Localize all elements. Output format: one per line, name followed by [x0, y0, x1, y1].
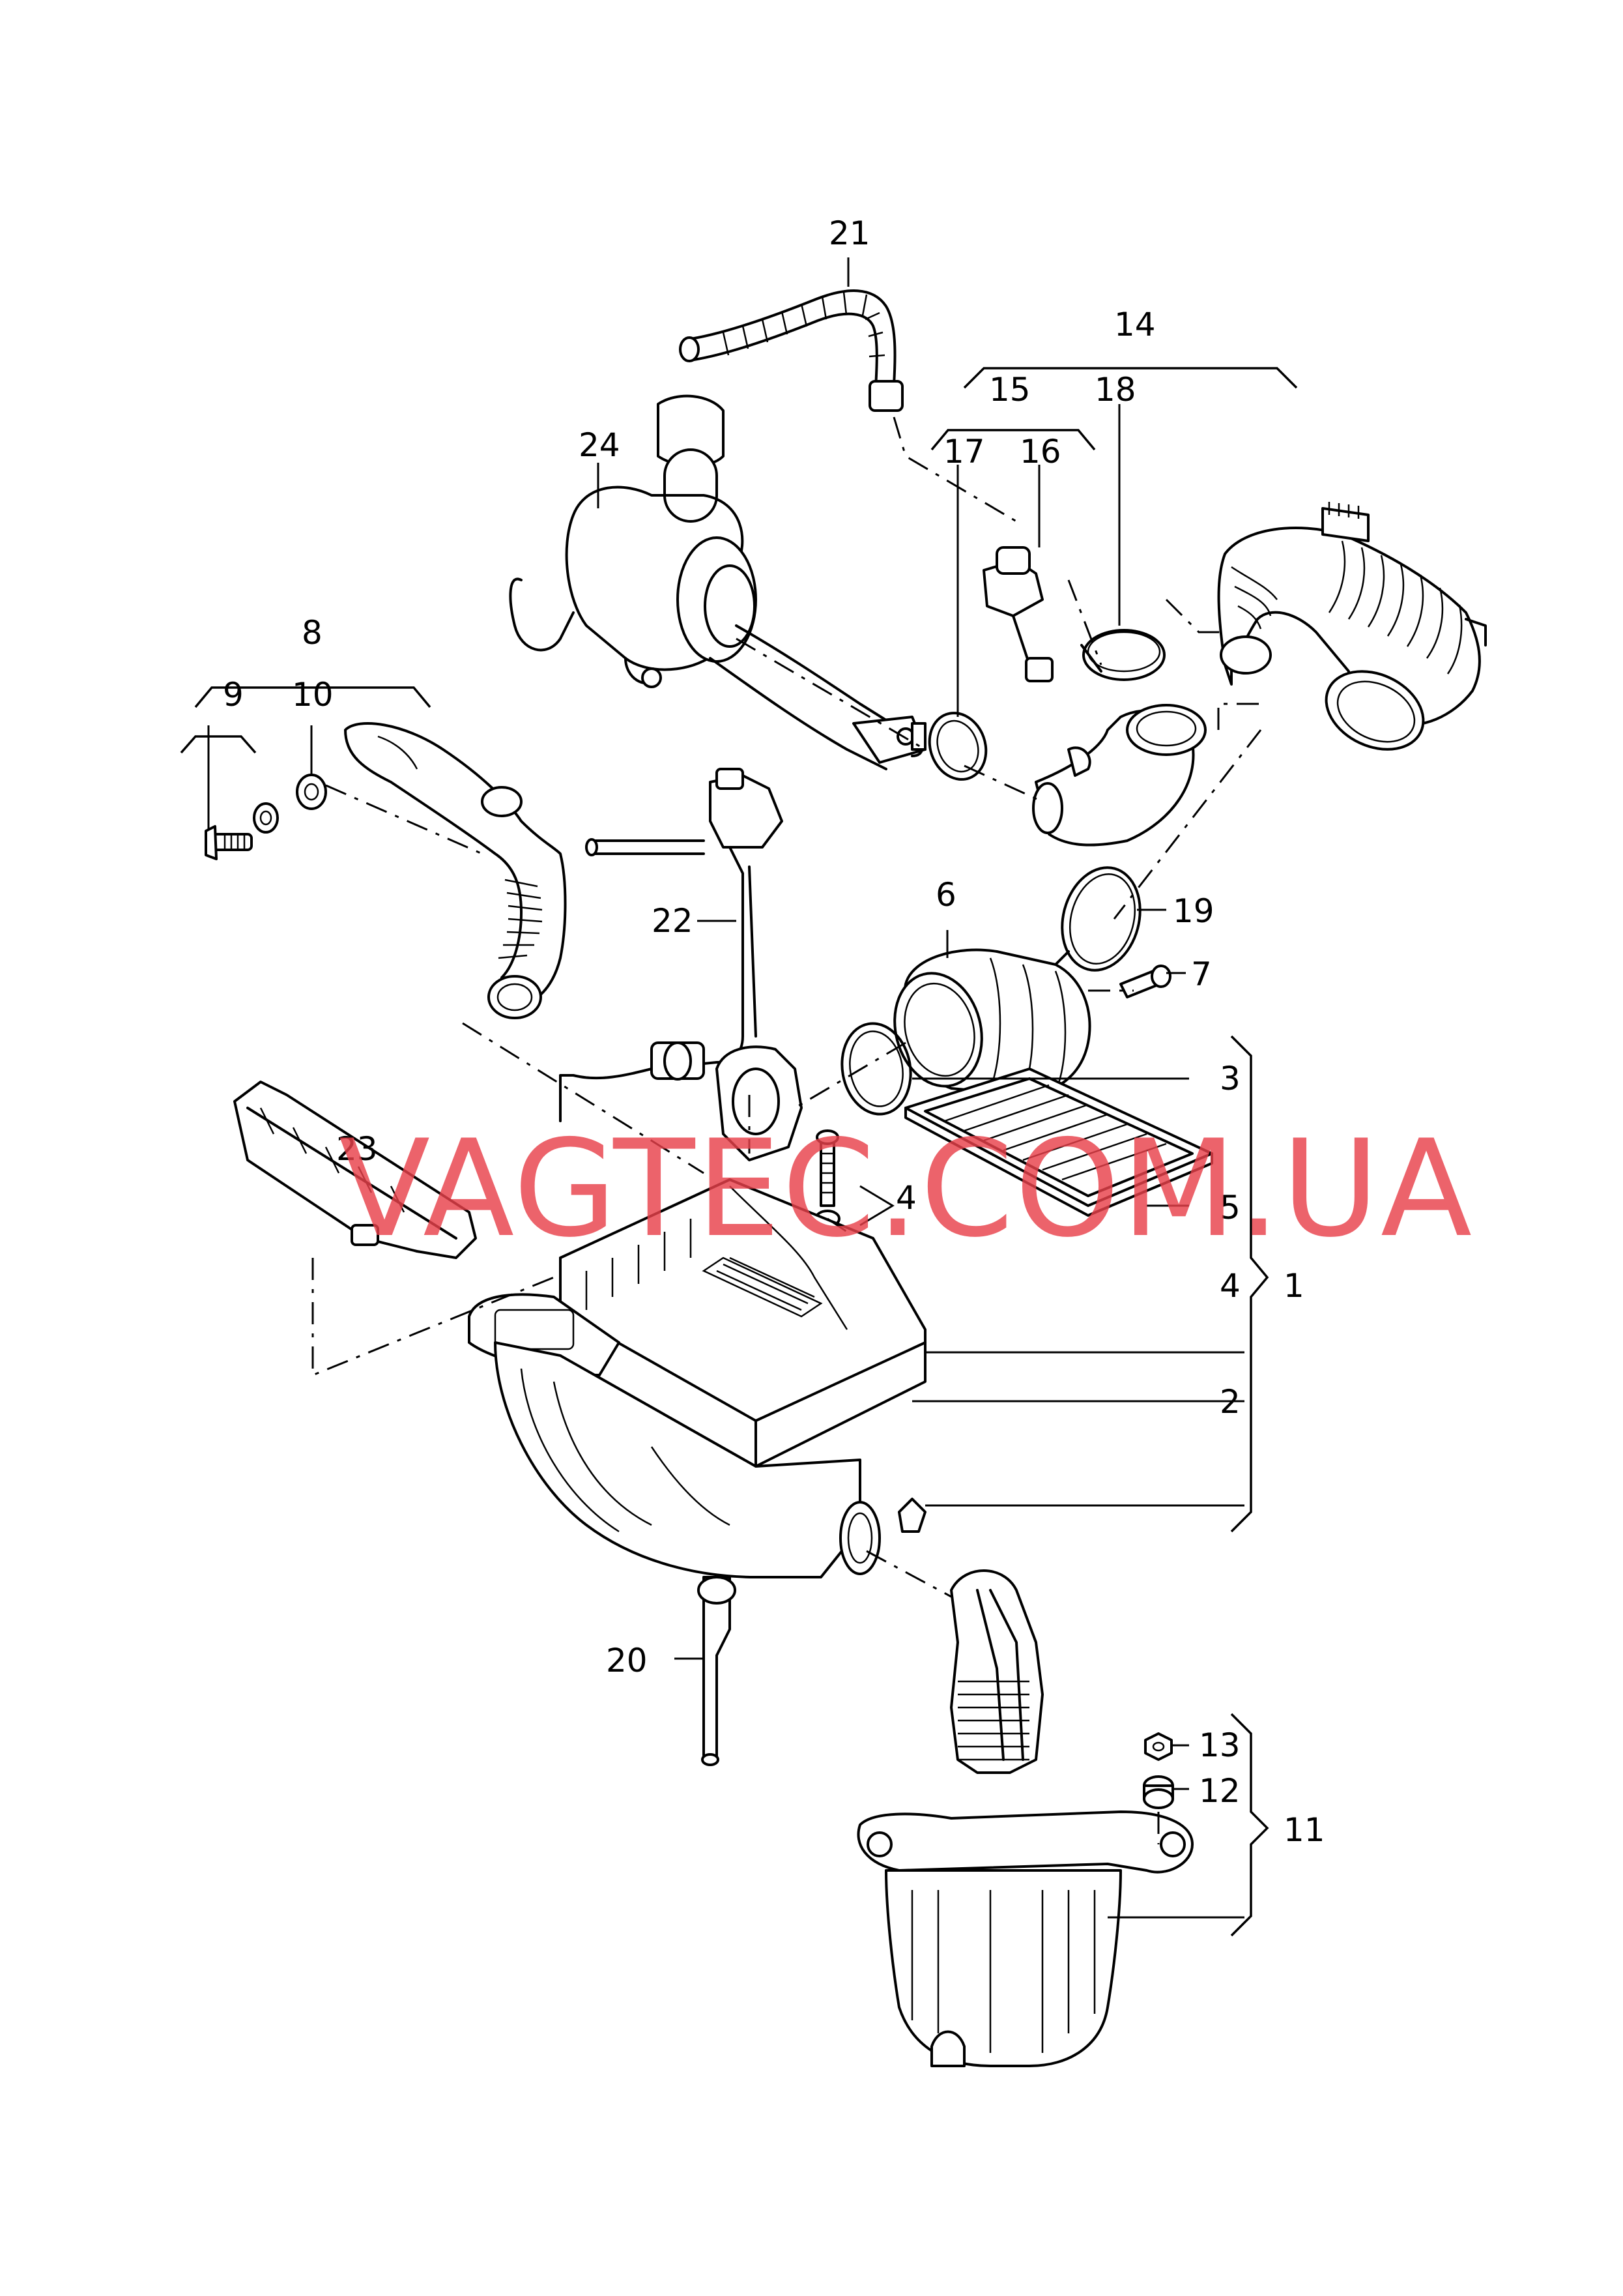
- callout-labels: 21 14 15 18 17 16 24 8 9 10 22 6 19 7 3 …: [223, 214, 1325, 1849]
- drain-hose-part-20[interactable]: [697, 1576, 736, 1766]
- callout-9: 9: [223, 676, 244, 714]
- turbocharger-part-24[interactable]: [509, 394, 926, 770]
- washer-part-9[interactable]: [253, 802, 279, 834]
- callout-19: 19: [1173, 892, 1214, 930]
- air-filter-housing-part-1[interactable]: [468, 1045, 926, 1578]
- bolt-part-9[interactable]: [205, 825, 253, 860]
- resonator-part-11[interactable]: [857, 1569, 1194, 2067]
- callout-11: 11: [1284, 1811, 1325, 1849]
- callout-17: 17: [943, 433, 985, 471]
- callout-3: 3: [1220, 1060, 1241, 1097]
- watermark: VAGTEC.COM.UA: [339, 1112, 1473, 1267]
- callout-24: 24: [579, 426, 620, 464]
- brace-9: [180, 735, 257, 754]
- callout-1: 1: [1284, 1267, 1304, 1305]
- callout-4b: 4: [1220, 1267, 1241, 1305]
- callout-5: 5: [1220, 1189, 1241, 1227]
- brace-1: [1230, 1035, 1269, 1533]
- intake-hose-part-8[interactable]: [344, 722, 567, 1019]
- nut-part-13[interactable]: [1144, 1732, 1173, 1761]
- callout-4a: 4: [896, 1179, 917, 1217]
- callout-12: 12: [1199, 1772, 1241, 1810]
- group-braces: [180, 367, 1298, 1937]
- brace-14: [963, 367, 1298, 389]
- brace-15: [930, 429, 1096, 451]
- callout-16: 16: [1020, 433, 1061, 471]
- elbow-pipe-part-15[interactable]: [1032, 704, 1207, 847]
- callout-2: 2: [1220, 1383, 1241, 1421]
- seal-ring-part-3[interactable]: [835, 1018, 918, 1120]
- callout-23: 23: [336, 1130, 378, 1168]
- leader-lines: [207, 257, 1244, 1919]
- callout-6: 6: [936, 876, 956, 914]
- screw-part-7[interactable]: [1119, 965, 1171, 998]
- grommet-part-12[interactable]: [1143, 1775, 1174, 1809]
- brace-11: [1230, 1713, 1269, 1937]
- brace-8: [194, 686, 431, 708]
- vacuum-valve-part-22[interactable]: [559, 768, 783, 1122]
- air-filter-element-part-5[interactable]: [904, 1068, 1213, 1217]
- grommet-part-10[interactable]: [296, 774, 327, 810]
- air-mass-meter-part-6[interactable]: [882, 948, 1091, 1096]
- callout-20: 20: [606, 1642, 648, 1679]
- pressure-sensor-part-16[interactable]: [983, 546, 1054, 682]
- callout-13: 13: [1199, 1726, 1241, 1764]
- hose-clamp-part-19[interactable]: [1048, 859, 1151, 980]
- callout-14: 14: [1114, 306, 1156, 343]
- assembly-dashdot-lines: [311, 416, 1262, 1844]
- callout-18: 18: [1095, 371, 1136, 409]
- callout-10: 10: [292, 676, 334, 714]
- breather-hose-part-21[interactable]: [679, 289, 904, 412]
- bracket-part-23[interactable]: [233, 1081, 477, 1259]
- callout-22: 22: [652, 902, 693, 940]
- hose-clamp-part-18[interactable]: [1080, 629, 1166, 681]
- intake-duct-part-14[interactable]: [1217, 502, 1487, 764]
- callout-21: 21: [829, 214, 870, 252]
- callout-7: 7: [1191, 955, 1212, 993]
- o-ring-part-17[interactable]: [921, 705, 996, 787]
- callout-8: 8: [302, 614, 323, 652]
- callout-15: 15: [989, 371, 1031, 409]
